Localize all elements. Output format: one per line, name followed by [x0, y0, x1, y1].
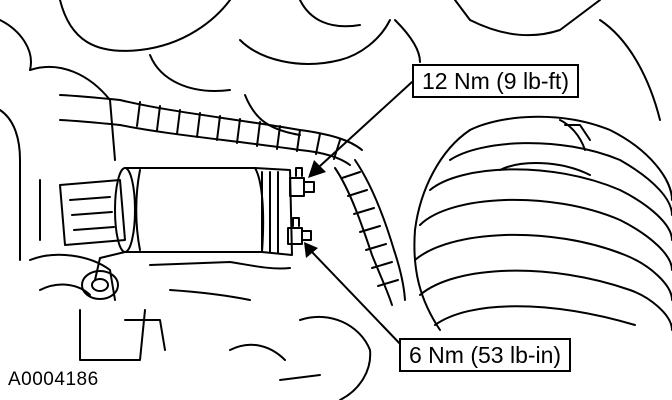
figure-id-label: A0004186 [8, 369, 99, 390]
solenoid-terminals [287, 167, 315, 245]
round-component-right [413, 115, 672, 331]
torque-callout-upper: 12 Nm (9 lb-ft) [412, 64, 579, 98]
starter-motor [94, 167, 293, 281]
leader-arrowhead-lower [304, 242, 318, 258]
engine-block-outline [0, 0, 661, 261]
leader-lines [311, 81, 413, 349]
leader-arrowhead-upper [308, 160, 326, 178]
mounting-bracket [29, 179, 291, 361]
torque-callout-lower: 6 Nm (53 lb-in) [399, 338, 572, 372]
wiring-harness-loop [334, 159, 406, 306]
lower-pulley [229, 315, 372, 400]
wiring-harness-upper [59, 94, 363, 166]
